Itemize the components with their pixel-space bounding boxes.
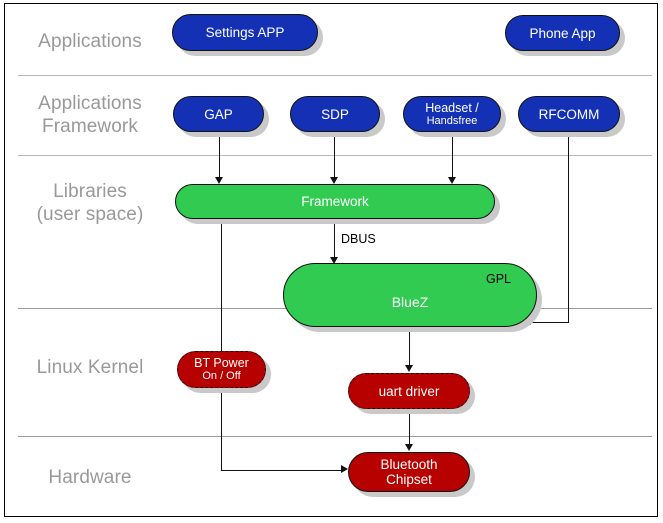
edge-framework-chipset-arrow xyxy=(341,465,348,473)
edge-sdp-framework-line xyxy=(334,131,335,179)
edge-gap-framework-arrow xyxy=(215,177,223,184)
edge-bluez-uart-line xyxy=(409,326,410,367)
node-bluez[interactable]: BlueZ GPL xyxy=(283,263,542,332)
node-rfcomm-label: RFCOMM xyxy=(538,106,600,122)
edge-uart-chipset-line xyxy=(409,409,410,447)
node-headset-handsfree-label-line1: Headset / xyxy=(425,100,479,115)
node-framework-label: Framework xyxy=(301,194,369,209)
node-bluez-license-tag: GPL xyxy=(485,272,511,286)
edge-sdp-framework-arrow xyxy=(330,177,338,184)
divider-applications-framework xyxy=(18,155,652,156)
node-sdp[interactable]: SDP xyxy=(290,96,385,137)
node-headset-handsfree[interactable]: Headset / Handsfree xyxy=(403,96,506,137)
edge-uart-chipset-arrow xyxy=(405,444,413,451)
node-bluetooth-chipset[interactable]: Bluetooth Chipset xyxy=(348,452,475,497)
edge-rfcomm-bluez-hline xyxy=(529,322,569,323)
edge-gap-framework-line xyxy=(219,131,220,179)
node-bt-power-label-line2: On / Off xyxy=(202,370,241,382)
layer-label-hardware: Hardware xyxy=(48,467,132,488)
node-phone-app-label: Phone App xyxy=(529,25,596,41)
node-bt-power-label-line1: BT Power xyxy=(194,356,249,370)
divider-linux-kernel xyxy=(18,436,652,437)
node-bluetooth-chipset-label-line1: Bluetooth xyxy=(380,457,438,472)
node-uart-driver-label: uart driver xyxy=(378,383,440,399)
node-sdp-label: SDP xyxy=(321,106,349,122)
node-bt-power[interactable]: BT Power On / Off xyxy=(177,351,271,393)
edge-rfcomm-bluez-vline xyxy=(568,131,569,322)
edge-headset-framework-line xyxy=(452,131,453,179)
edge-headset-framework-arrow xyxy=(448,177,456,184)
node-rfcomm[interactable]: RFCOMM xyxy=(518,96,625,137)
edge-framework-chipset-hline xyxy=(221,470,345,471)
edge-framework-bluez-arrow xyxy=(330,257,338,264)
node-phone-app[interactable]: Phone App xyxy=(505,15,625,56)
node-gap-label: GAP xyxy=(204,106,233,122)
edge-framework-bluez-line xyxy=(334,219,335,261)
node-settings-app-label: Settings APP xyxy=(205,25,285,40)
edge-label-dbus: DBUS xyxy=(341,232,376,246)
node-bluetooth-chipset-label-line2: Chipset xyxy=(386,472,432,487)
edge-bluez-uart-arrow xyxy=(405,365,413,372)
layer-label-libraries: Libraries (user space) xyxy=(36,181,144,225)
node-headset-handsfree-label-line2: Handsfree xyxy=(426,114,478,127)
layer-label-linux-kernel: Linux Kernel xyxy=(36,357,144,378)
node-uart-driver[interactable]: uart driver xyxy=(348,373,475,414)
divider-applications xyxy=(18,75,652,76)
node-settings-app[interactable]: Settings APP xyxy=(172,14,323,56)
node-gap[interactable]: GAP xyxy=(173,96,269,137)
edge-framework-chipset-vline xyxy=(221,219,222,471)
layer-label-applications: Applications xyxy=(38,31,142,52)
layer-label-applications-framework: Applications Framework xyxy=(38,93,142,137)
node-bluez-label: BlueZ xyxy=(391,294,429,310)
node-framework[interactable]: Framework xyxy=(175,184,500,224)
